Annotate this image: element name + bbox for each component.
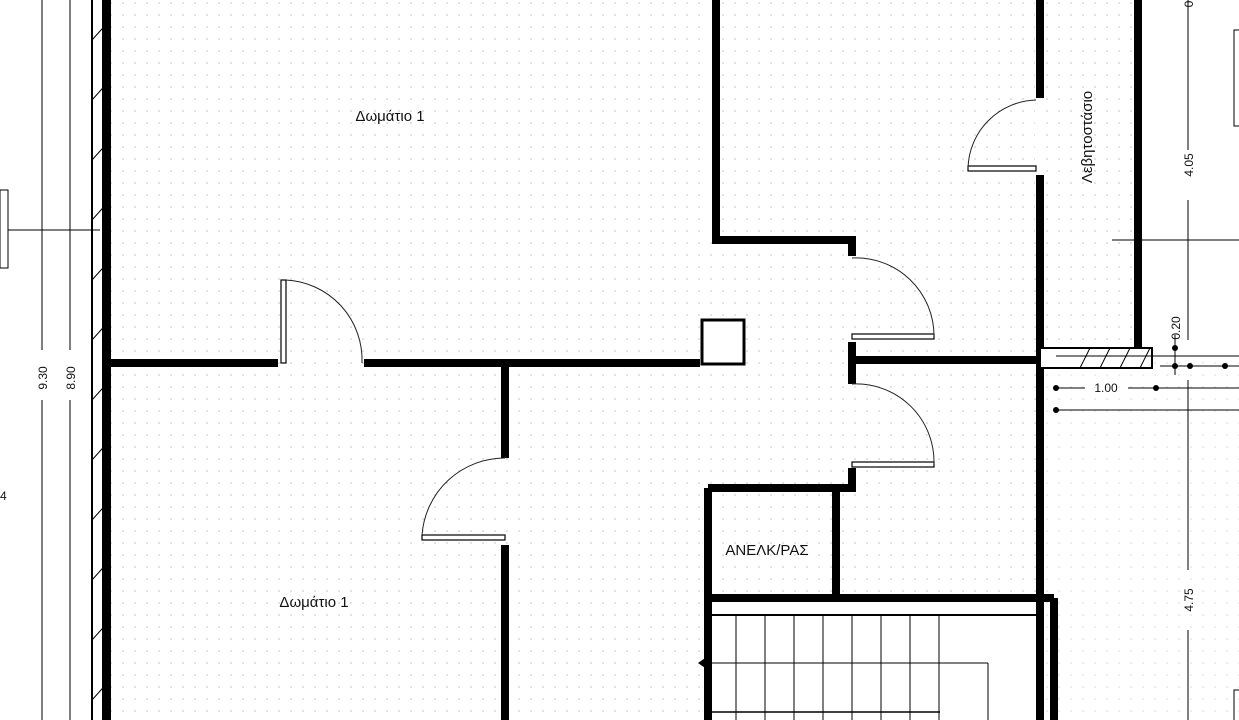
right-dimension-lines <box>1053 0 1239 720</box>
door-lower-partition <box>421 457 506 541</box>
dim-left-outer: 9.30 <box>36 366 50 390</box>
dim-left-marker: 4 <box>0 489 7 503</box>
floor-hatch-lower-right <box>1045 360 1239 720</box>
door-corridor-lower <box>851 383 935 468</box>
floor-hatch-right <box>710 240 1040 595</box>
walls <box>102 0 1150 720</box>
floor-hatch-boiler <box>1045 0 1140 350</box>
floor-hatch-corridor-top <box>720 0 1035 235</box>
door-boiler <box>967 99 1037 172</box>
room-label-top: Δωμάτιο 1 <box>355 108 424 125</box>
left-dimension-lines <box>0 0 100 720</box>
structural-block <box>1039 347 1153 369</box>
dim-small-vertical: 0.20 <box>1169 316 1183 340</box>
dim-horizontal: 1.00 <box>1094 381 1118 395</box>
door-top-left <box>280 279 363 364</box>
dim-top-right-cut: 0 <box>1182 0 1196 7</box>
room-label-boiler: Λεβητοστάσιο <box>1079 91 1096 183</box>
room-label-elevator: ΑΝΕΛΚ/ΡΑΣ <box>725 542 808 559</box>
dim-right-lower: 4.75 <box>1182 588 1196 612</box>
room-label-bottom: Δωμάτιο 1 <box>279 594 348 611</box>
dim-right-upper: 4.05 <box>1182 153 1196 177</box>
dim-left-inner: 8.90 <box>64 366 78 390</box>
staircase <box>698 614 1040 720</box>
door-corridor-upper <box>851 257 935 340</box>
